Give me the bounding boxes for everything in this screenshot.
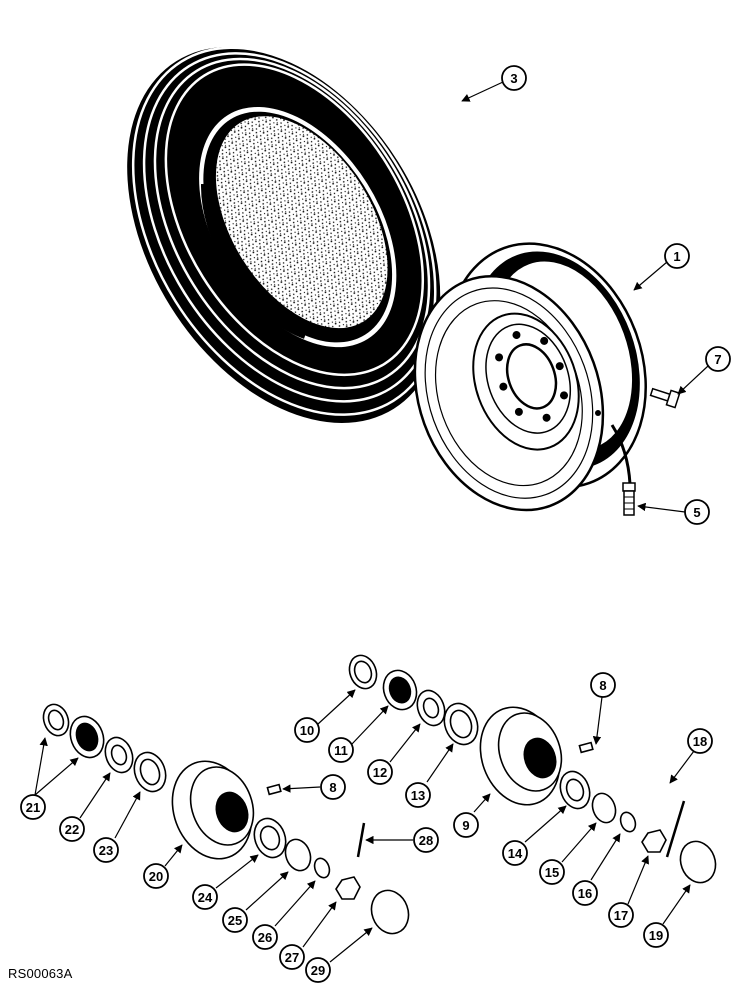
callout-23: 23 (93, 837, 119, 863)
callout-11: 11 (328, 737, 354, 763)
svg-text:14: 14 (508, 846, 523, 861)
svg-text:21: 21 (26, 800, 40, 815)
svg-text:10: 10 (300, 723, 314, 738)
svg-text:22: 22 (65, 822, 79, 837)
svg-text:29: 29 (311, 963, 325, 978)
callout-3: 3 (501, 65, 527, 91)
svg-text:9: 9 (462, 818, 469, 833)
callout-8-left: 8 (320, 774, 346, 800)
svg-text:23: 23 (99, 843, 113, 858)
callout-12: 12 (367, 759, 393, 785)
callout-1: 1 (664, 243, 690, 269)
right-hub-assembly (348, 654, 717, 884)
callout-10: 10 (294, 717, 320, 743)
svg-text:18: 18 (693, 734, 707, 749)
callout-13: 13 (405, 782, 431, 808)
callout-7: 7 (705, 346, 731, 372)
svg-text:26: 26 (258, 930, 272, 945)
callout-21: 21 (20, 794, 46, 820)
left-hub-assembly (42, 703, 410, 935)
svg-text:3: 3 (510, 71, 517, 86)
svg-text:11: 11 (334, 743, 348, 758)
svg-text:5: 5 (693, 505, 700, 520)
callout-8-right: 8 (590, 672, 616, 698)
callout-5: 5 (684, 499, 710, 525)
callout-25: 25 (222, 907, 248, 933)
svg-text:16: 16 (578, 886, 592, 901)
svg-text:13: 13 (411, 788, 425, 803)
callout-9: 9 (453, 812, 479, 838)
leader-lines (34, 81, 709, 963)
callout-15: 15 (539, 859, 565, 885)
callout-20: 20 (143, 863, 169, 889)
callout-14: 14 (502, 840, 528, 866)
svg-text:8: 8 (329, 780, 336, 795)
svg-text:12: 12 (373, 765, 387, 780)
callout-24: 24 (192, 884, 218, 910)
callout-27: 27 (279, 944, 305, 970)
callout-22: 22 (59, 816, 85, 842)
callout-28: 28 (413, 827, 439, 853)
tire-illustration (127, 46, 443, 423)
svg-text:7: 7 (714, 352, 721, 367)
svg-text:20: 20 (149, 869, 163, 884)
callout-17: 17 (608, 902, 634, 928)
svg-text:17: 17 (614, 908, 628, 923)
svg-text:1: 1 (673, 249, 680, 264)
svg-text:24: 24 (198, 890, 213, 905)
callout-26: 26 (252, 924, 278, 950)
figure-reference-code: RS00063A (8, 966, 73, 981)
svg-text:15: 15 (545, 865, 559, 880)
svg-text:25: 25 (228, 913, 242, 928)
svg-text:27: 27 (285, 950, 299, 965)
svg-text:19: 19 (649, 928, 663, 943)
wheel-rim-illustration (413, 242, 681, 516)
svg-text:28: 28 (419, 833, 433, 848)
callout-16: 16 (572, 880, 598, 906)
callout-18: 18 (687, 728, 713, 754)
svg-text:8: 8 (599, 678, 606, 693)
callout-19: 19 (643, 922, 669, 948)
callout-29: 29 (305, 957, 331, 983)
